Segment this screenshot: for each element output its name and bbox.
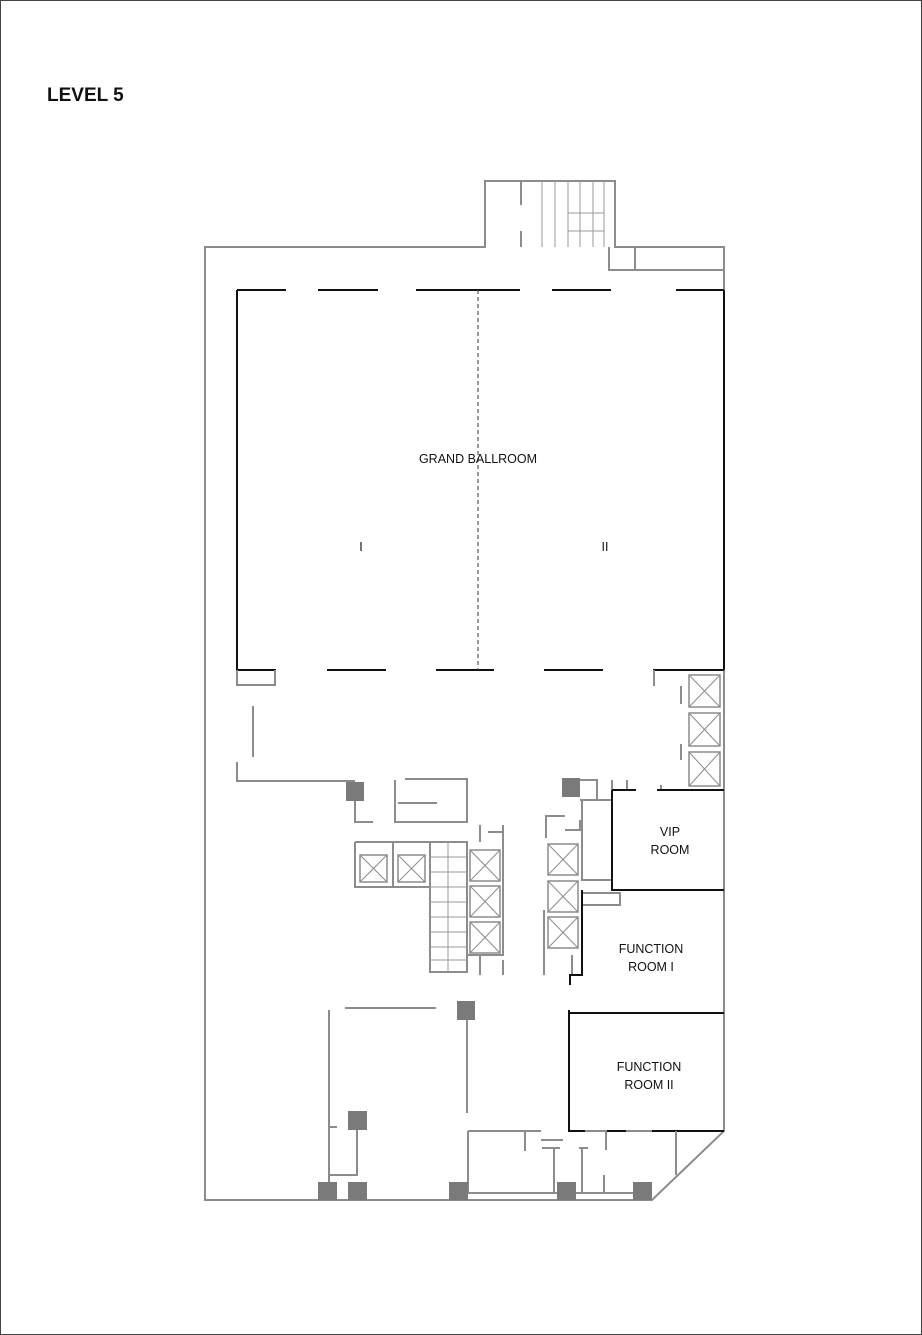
- lower-walls: [328, 1007, 677, 1194]
- building-outline: [204, 180, 725, 1201]
- function-room-two-label-line2: ROOM II: [624, 1078, 673, 1092]
- elevator-icon: [547, 843, 579, 949]
- prefunction-walls: [236, 670, 682, 823]
- ballroom-two-label: II: [602, 540, 609, 554]
- function-room-one-label-line2: ROOM I: [628, 960, 674, 974]
- elevator-icon: [469, 849, 501, 954]
- function-room-two-label-line1: FUNCTION: [617, 1060, 682, 1074]
- floor-title: LEVEL 5: [47, 85, 124, 106]
- grand-ballroom-label: GRAND BALLROOM: [419, 452, 537, 466]
- function-room-one-label-line1: FUNCTION: [619, 942, 684, 956]
- vip-room: [611, 789, 724, 891]
- column-icon: [318, 778, 652, 1200]
- function-room-two: [568, 1010, 724, 1132]
- grand-ballroom: [236, 289, 725, 671]
- lift-core-center: [466, 825, 504, 975]
- vip-room-label-line2: ROOM: [651, 843, 690, 857]
- vip-room-label-line1: VIP: [660, 825, 680, 839]
- lift-core-right: [543, 800, 621, 976]
- ballroom-one-label: I: [359, 540, 362, 554]
- staircase-icon: [520, 181, 605, 247]
- staircase-icon: [429, 841, 468, 973]
- service-room: [608, 247, 724, 271]
- function-room-one: [569, 890, 724, 1014]
- elevator-icon: [688, 674, 721, 787]
- elevator-icon: [359, 854, 426, 883]
